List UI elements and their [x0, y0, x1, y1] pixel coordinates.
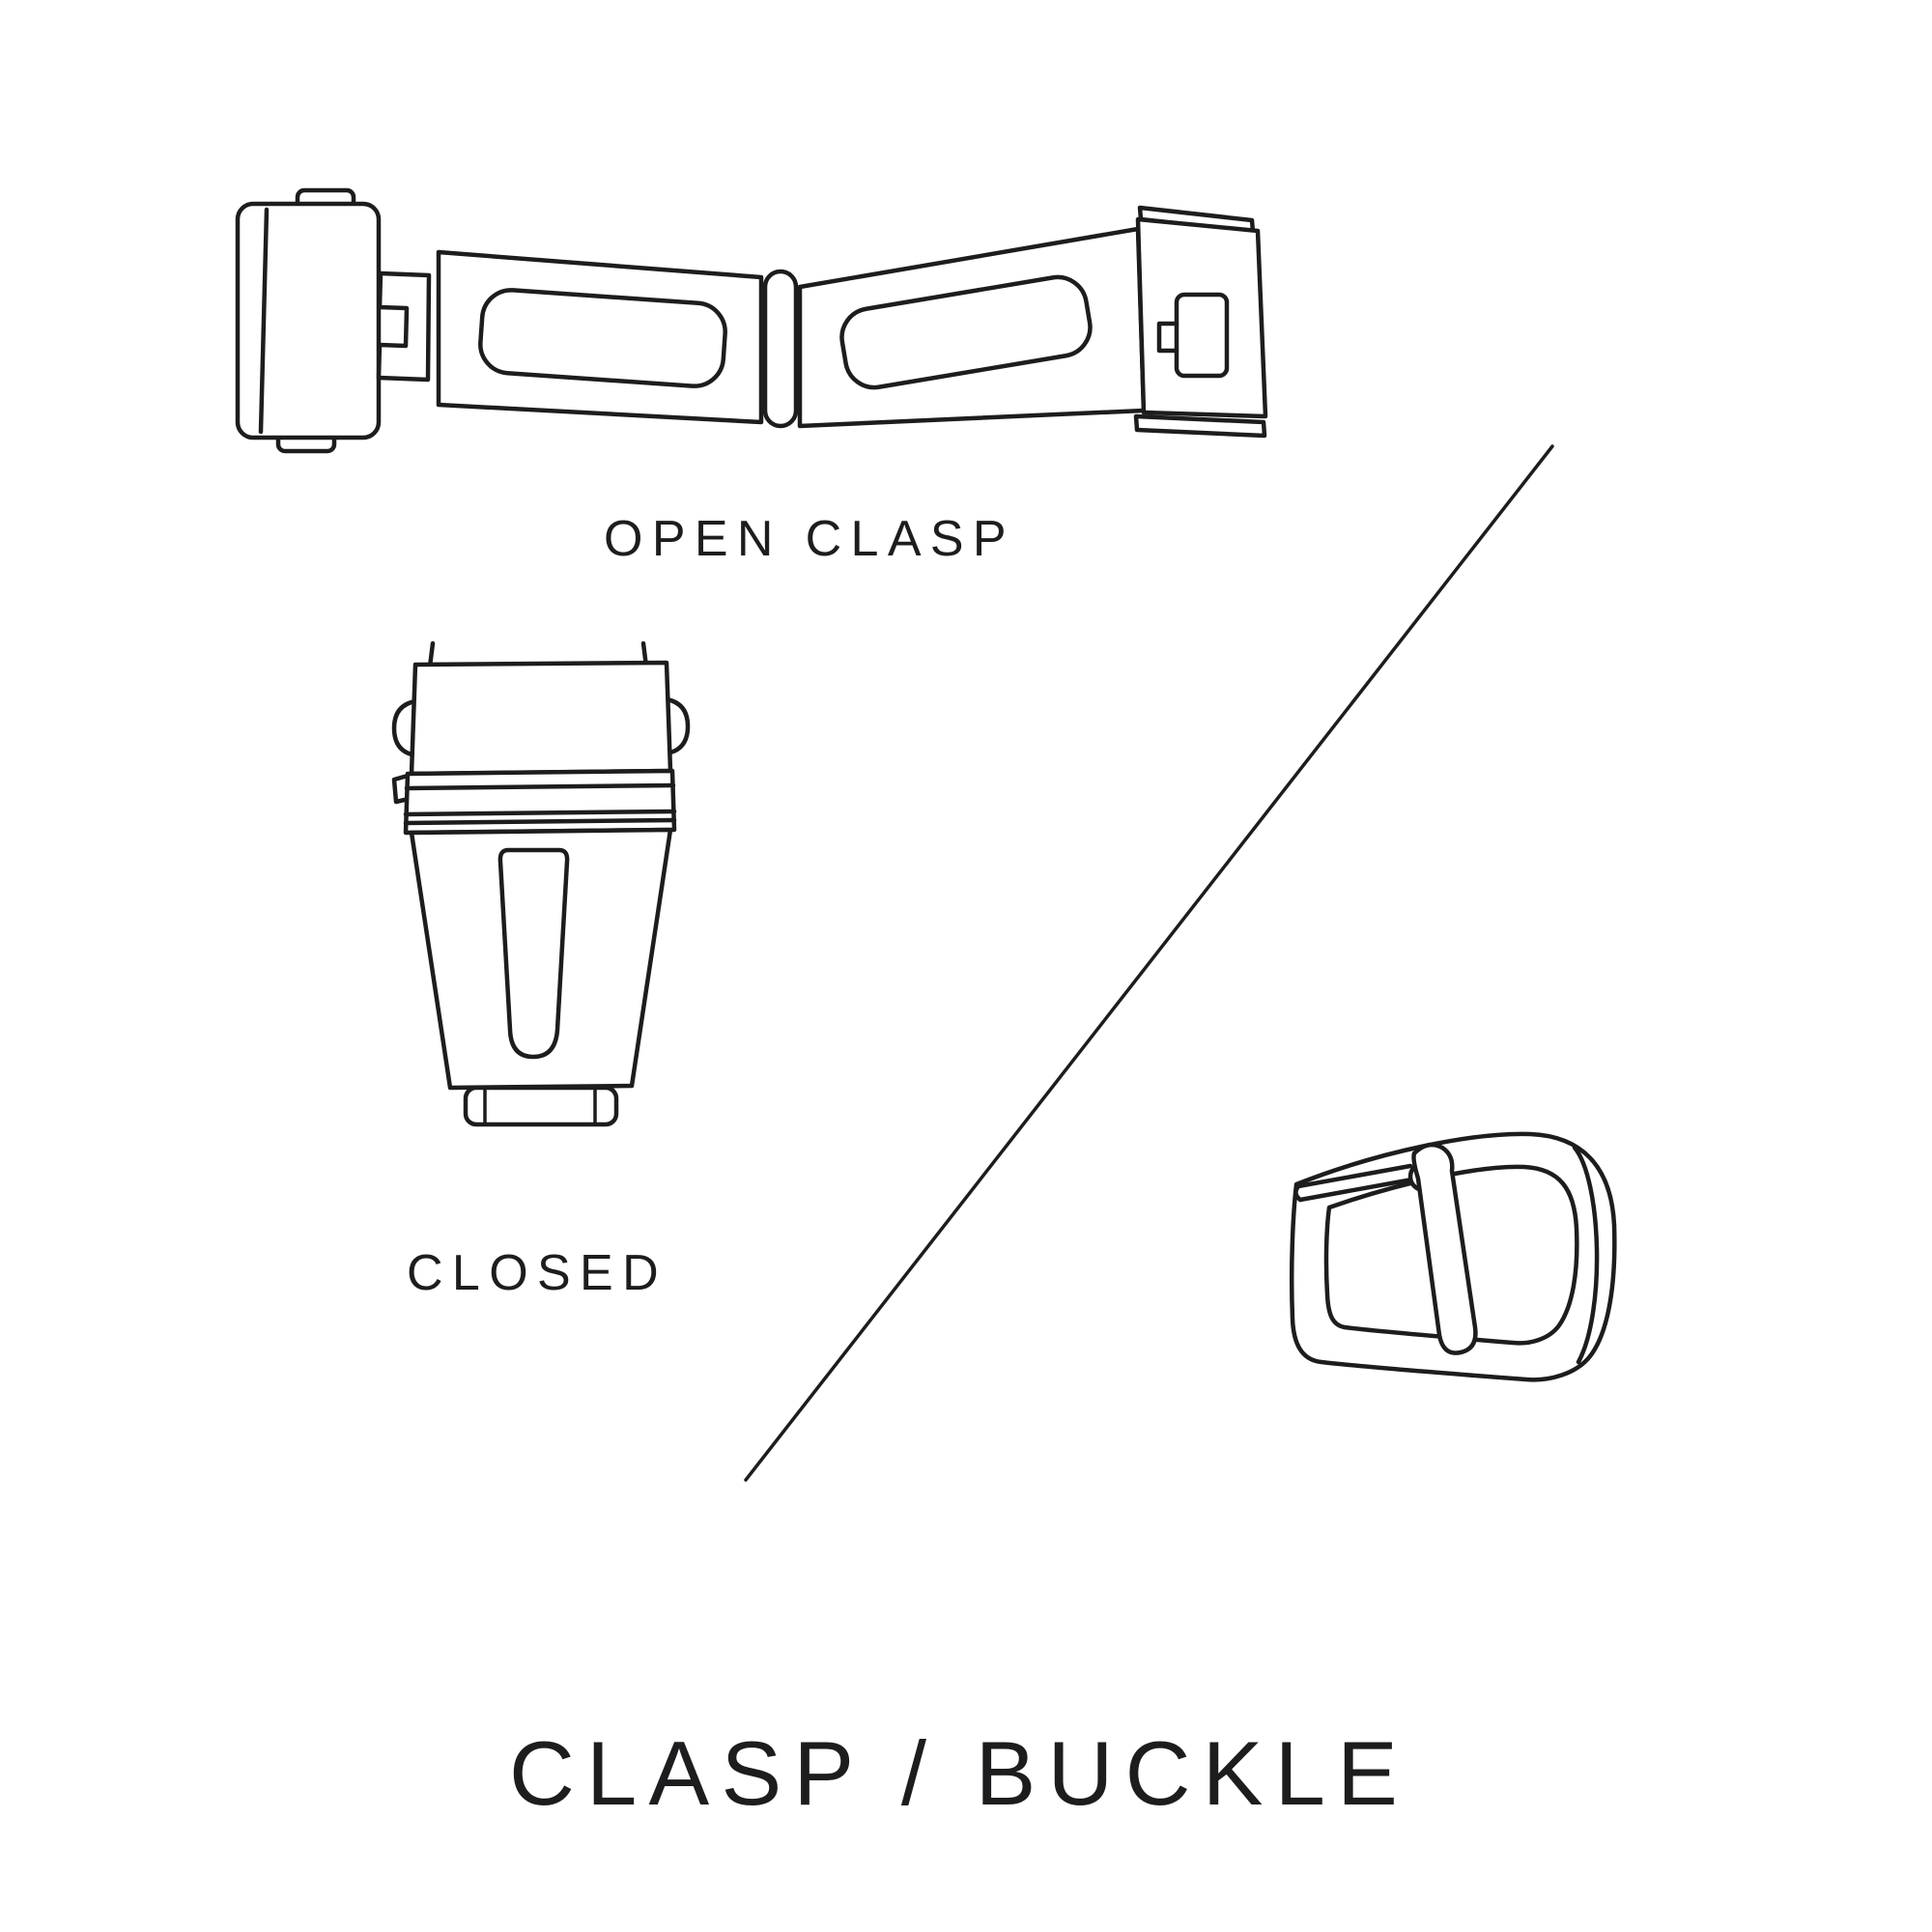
open-clasp-caption: OPEN CLASP	[604, 511, 1015, 567]
buckle-pin	[1293, 1163, 1415, 1203]
open-clasp-end-link	[235, 187, 382, 454]
open-clasp-illustration	[235, 187, 1268, 454]
open-clasp-left-arm	[436, 249, 764, 425]
buckle-tongue	[1411, 1142, 1478, 1355]
open-clasp-end-cap	[1133, 205, 1268, 439]
buckle-illustration	[1289, 1131, 1617, 1382]
open-clasp-hinge	[762, 269, 799, 429]
page-title: CLASP / BUCKLE	[508, 1722, 1410, 1824]
closed-clasp-bottom-cap	[463, 1085, 619, 1127]
closed-clasp-illustration	[391, 640, 691, 1127]
closed-clasp-caption: CLOSED	[407, 1245, 668, 1301]
closed-clasp-band	[403, 768, 677, 836]
closed-clasp-body	[409, 827, 673, 1091]
open-clasp-hook	[376, 270, 432, 383]
